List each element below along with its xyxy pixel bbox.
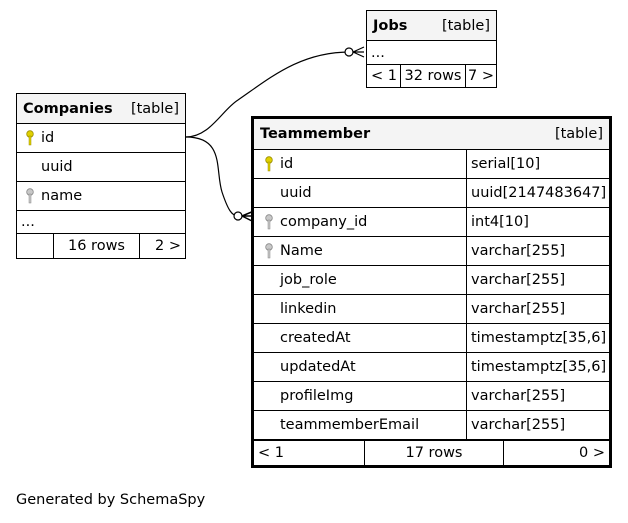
column-type: timestamptz[35,6]	[466, 353, 609, 381]
foreign-key-icon	[262, 213, 276, 231]
column-name: company_id	[280, 214, 368, 230]
column-type: varchar[255]	[466, 382, 609, 410]
table-kind: [table]	[441, 17, 490, 34]
prev-page-link[interactable]	[17, 234, 53, 258]
generated-by-note: Generated by SchemaSpy	[16, 492, 206, 508]
crowfoot-jobs	[352, 46, 365, 58]
table-row[interactable]: company_id int4[10]	[254, 208, 609, 237]
table-nav: < 1 17 rows 0 >	[254, 440, 609, 465]
table-row[interactable]: profileImg varchar[255]	[254, 382, 609, 411]
row-count: 16 rows	[53, 234, 139, 258]
prev-page-link[interactable]: < 1	[258, 445, 284, 461]
column-name: id	[280, 156, 294, 172]
column-name: uuid	[280, 185, 312, 201]
list-item: ...	[367, 41, 496, 65]
table-row[interactable]: id serial[10]	[254, 150, 609, 179]
table-header: Jobs [table]	[367, 11, 496, 41]
table-row[interactable]: linkedin varchar[255]	[254, 295, 609, 324]
zero-many-marker-jobs	[344, 47, 354, 57]
table-nav: 16 rows 2 >	[17, 234, 185, 258]
primary-key-icon	[262, 155, 276, 173]
prev-page-link[interactable]: < 1	[371, 68, 397, 84]
row-count: 17 rows	[364, 441, 503, 465]
next-page-link[interactable]: 7 >	[465, 65, 496, 87]
table-row[interactable]: job_role varchar[255]	[254, 266, 609, 295]
table-row[interactable]: Name varchar[255]	[254, 237, 609, 266]
next-page-link[interactable]: 2 >	[139, 234, 185, 258]
column-name: job_role	[280, 272, 337, 288]
ellipsis: ...	[21, 214, 35, 230]
column-name: teammemberEmail	[280, 417, 420, 433]
column-name: profileImg	[280, 388, 354, 404]
column-name: updatedAt	[280, 359, 356, 375]
index-key-icon	[23, 187, 37, 205]
table-jobs[interactable]: Jobs [table] ... < 1 32 rows 7 >	[366, 10, 497, 88]
table-header: Companies [table]	[17, 94, 185, 124]
column-type: timestamptz[35,6]	[466, 324, 609, 352]
table-nav: < 1 32 rows 7 >	[367, 65, 496, 87]
column-type: uuid[2147483647]	[466, 179, 609, 207]
next-page-link[interactable]: 0 >	[503, 441, 609, 465]
index-key-icon	[262, 242, 276, 260]
zero-many-marker-teammember	[233, 211, 243, 221]
list-item: ...	[17, 211, 185, 234]
column-type: varchar[255]	[466, 266, 609, 294]
table-row[interactable]: updatedAt timestamptz[35,6]	[254, 353, 609, 382]
table-companies[interactable]: Companies [table] id uuid name ... 16 ro…	[16, 93, 186, 259]
relation-companies-teammember	[185, 136, 239, 217]
column-name: linkedin	[280, 301, 337, 317]
table-row[interactable]: name	[17, 182, 185, 211]
table-row[interactable]: id	[17, 124, 185, 153]
row-count: 32 rows	[400, 65, 465, 87]
column-type: int4[10]	[466, 208, 609, 236]
table-row[interactable]: createdAt timestamptz[35,6]	[254, 324, 609, 353]
column-name: Name	[280, 243, 323, 259]
column-name: name	[41, 188, 83, 204]
ellipsis: ...	[371, 44, 385, 61]
table-name: Jobs	[373, 17, 408, 34]
relation-companies-jobs	[185, 51, 351, 138]
column-type: varchar[255]	[466, 295, 609, 323]
table-kind: [table]	[554, 126, 603, 142]
table-row[interactable]: uuid	[17, 153, 185, 182]
primary-key-icon	[23, 129, 37, 147]
column-name: id	[41, 130, 55, 146]
table-name: Companies	[23, 100, 113, 117]
column-type: varchar[255]	[466, 237, 609, 265]
table-row[interactable]: teammemberEmail varchar[255]	[254, 411, 609, 440]
table-name: Teammember	[260, 126, 371, 142]
column-type: serial[10]	[466, 150, 609, 178]
table-row[interactable]: uuid uuid[2147483647]	[254, 179, 609, 208]
column-name: uuid	[41, 159, 73, 175]
table-kind: [table]	[130, 100, 179, 117]
table-teammember[interactable]: Teammember [table] id serial[10] uuid uu…	[251, 116, 612, 468]
column-type: varchar[255]	[466, 411, 609, 439]
column-name: createdAt	[280, 330, 351, 346]
table-header: Teammember [table]	[254, 119, 609, 150]
